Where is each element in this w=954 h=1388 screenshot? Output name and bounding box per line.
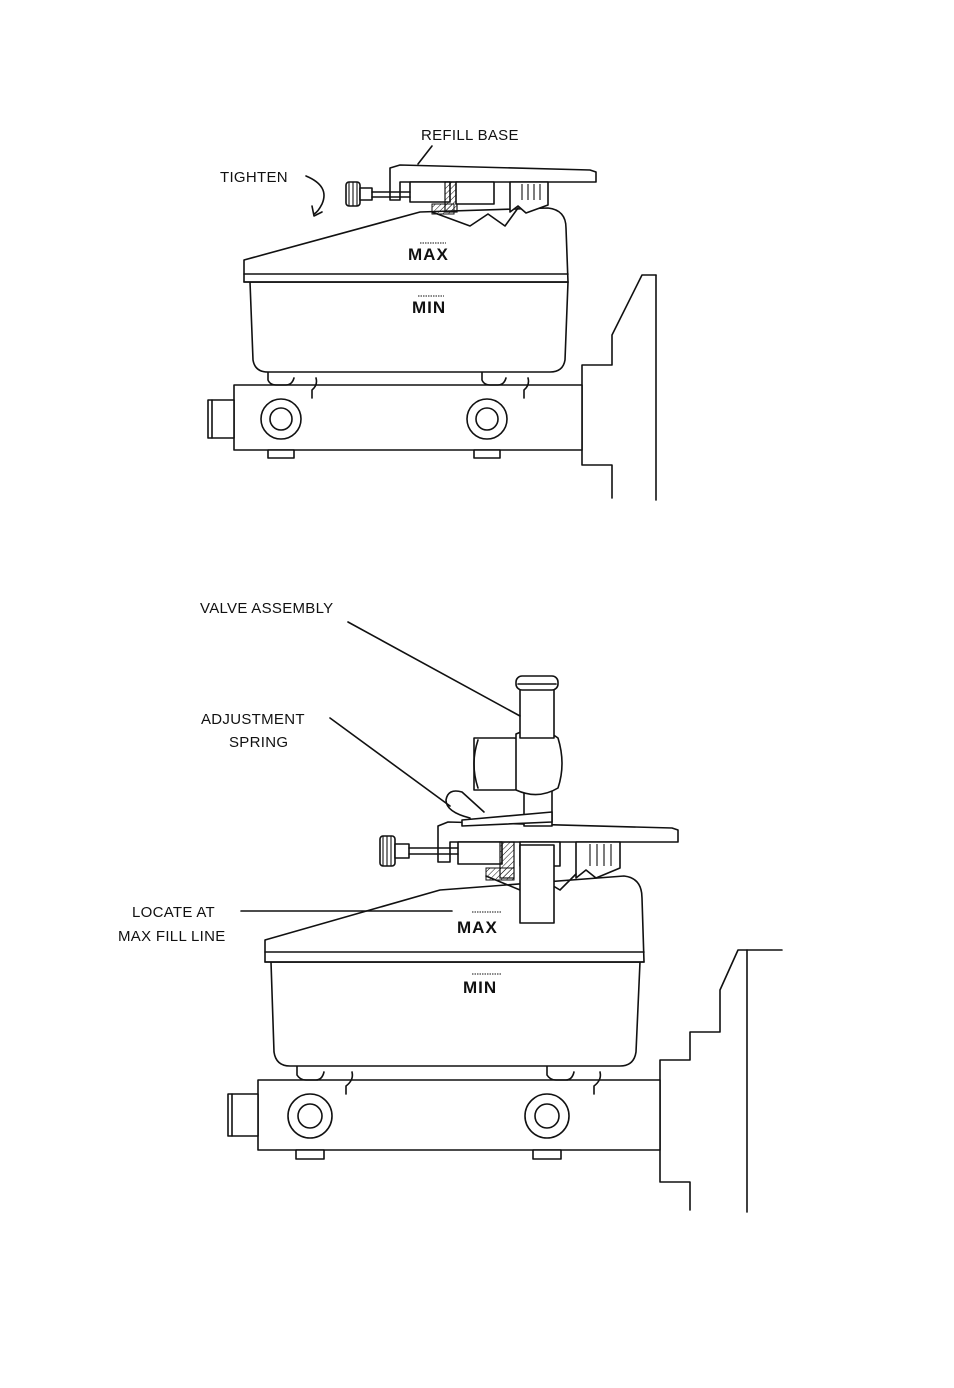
- locate-at-label-line1: LOCATE AT: [132, 904, 215, 921]
- refill-base-label: REFILL BASE: [421, 127, 519, 144]
- firewall-plate: [660, 950, 782, 1212]
- min-fill-mark: MIN: [412, 298, 446, 317]
- valve-assembly-leader: [348, 622, 520, 716]
- firewall-plate: [582, 275, 656, 500]
- adjustment-spring-label-line1: ADJUSTMENT: [201, 711, 305, 728]
- valve-assembly-label: VALVE ASSEMBLY: [200, 600, 333, 617]
- top-figure: MAX MIN REFILL BASE TIGHTEN: [208, 127, 656, 500]
- max-fill-mark: MAX: [457, 918, 498, 937]
- locate-at-label-line2: MAX FILL LINE: [118, 928, 226, 945]
- master-cylinder-body: [208, 372, 582, 458]
- reservoir: MAX MIN: [265, 876, 644, 1066]
- bottom-figure: MAX MIN: [118, 600, 782, 1212]
- min-fill-mark: MIN: [463, 978, 497, 997]
- reservoir: MAX MIN: [244, 208, 568, 372]
- master-cylinder-body: [228, 1066, 660, 1159]
- adjustment-spring-leader: [330, 718, 450, 806]
- refill-base-leader: [418, 146, 432, 164]
- adjustment-spring-label-line2: SPRING: [229, 734, 288, 751]
- max-fill-mark: MAX: [408, 245, 449, 264]
- tighten-label: TIGHTEN: [220, 169, 288, 186]
- tighten-arrow: [306, 176, 324, 214]
